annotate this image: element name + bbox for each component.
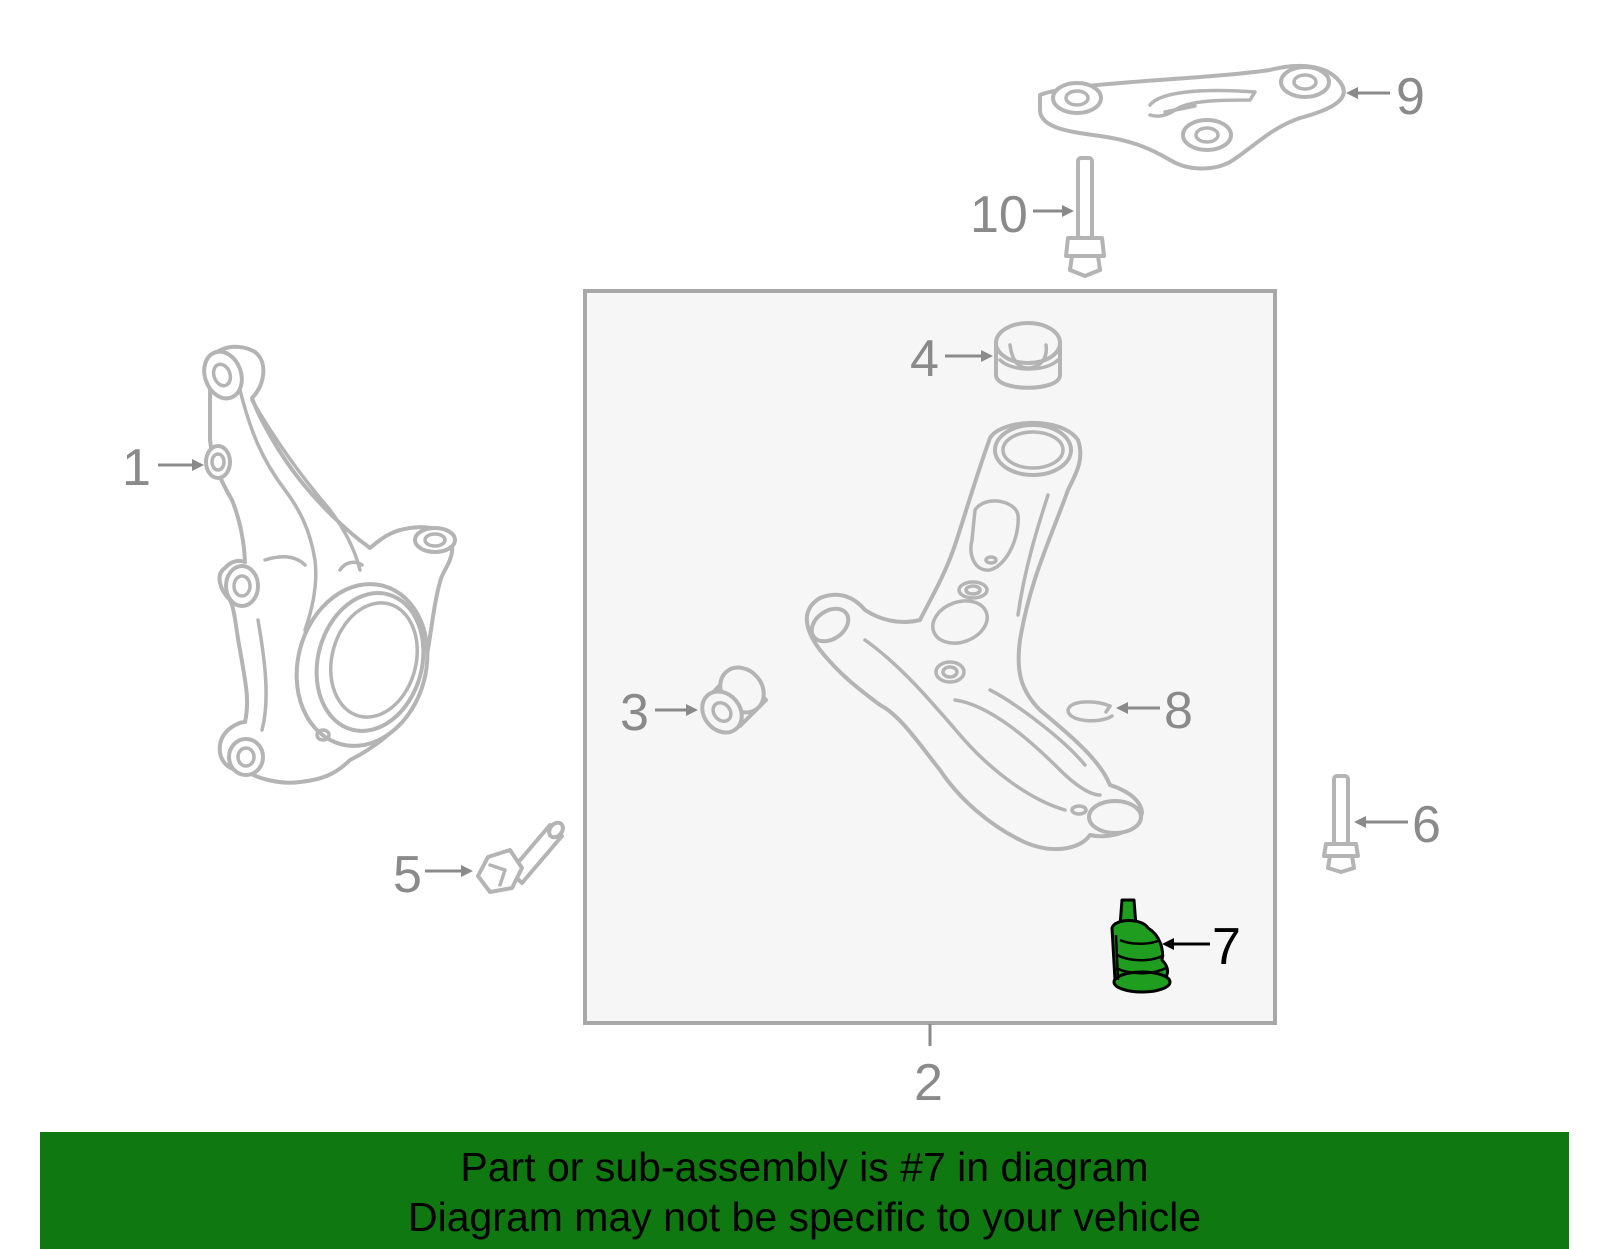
callout-8-label: 8 <box>1164 682 1193 740</box>
info-banner: Part or sub-assembly is #7 in diagram Di… <box>40 1132 1569 1249</box>
part-1-steering-knuckle-icon <box>202 344 457 785</box>
callout-4-label: 4 <box>910 330 939 388</box>
callout-7-label: 7 <box>1212 918 1241 976</box>
callout-4-arrowhead <box>981 350 993 362</box>
lower-control-arm-icon <box>804 420 1144 852</box>
callout-6-label: 6 <box>1412 796 1441 854</box>
callout-10-label: 10 <box>970 186 1028 244</box>
part-9-bracket-icon <box>1038 63 1346 171</box>
callout-9-arrowhead <box>1346 87 1358 99</box>
banner-line-1: Part or sub-assembly is #7 in diagram <box>460 1144 1149 1190</box>
part-3-bushing-icon <box>700 665 768 735</box>
part-5-bolt-icon <box>476 820 565 894</box>
callout-5-arrowhead <box>461 865 473 877</box>
part-10-bolt-icon <box>1064 156 1106 278</box>
callout-9-label: 9 <box>1396 68 1425 126</box>
callout-1-arrowhead <box>192 459 204 471</box>
callout-3-arrowhead <box>686 704 698 716</box>
callout-2-label: 2 <box>914 1054 943 1112</box>
callout-8-arrowhead <box>1116 702 1128 714</box>
callout-3-label: 3 <box>620 684 649 742</box>
callout-7-arrowhead <box>1162 938 1174 950</box>
banner-line-2: Diagram may not be specific to your vehi… <box>407 1194 1201 1240</box>
callout-5-label: 5 <box>393 846 422 904</box>
callout-10-arrowhead <box>1062 205 1074 217</box>
callout-6-arrowhead <box>1354 816 1366 828</box>
part-4-bushing-icon <box>994 321 1062 390</box>
part-7-ball-joint-icon <box>1110 898 1172 994</box>
part-8-clip-icon <box>1066 700 1114 723</box>
part-6-bolt-icon <box>1322 774 1360 874</box>
callout-1-label: 1 <box>122 439 151 497</box>
